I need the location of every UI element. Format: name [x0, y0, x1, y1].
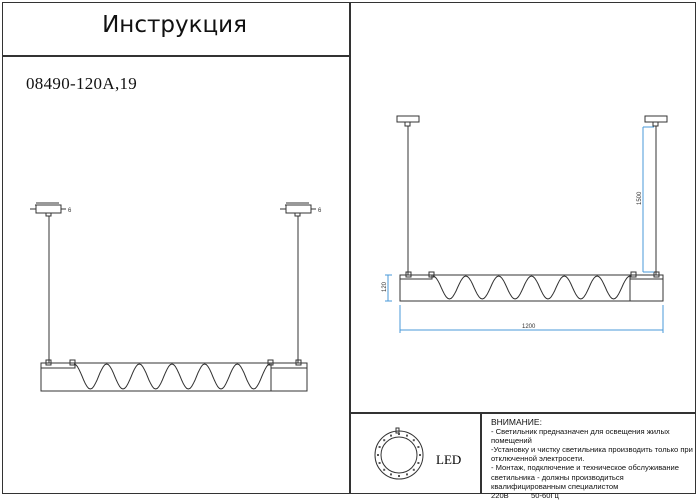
led-chip [390, 473, 392, 476]
lamp-body [40, 362, 308, 392]
led-wave [432, 275, 631, 300]
dimension-lines [385, 126, 664, 333]
note-line: - Светильник предназначен для освещения … [491, 427, 670, 437]
led-chip [412, 468, 415, 471]
led-chip [390, 434, 392, 437]
led-chip [417, 462, 420, 464]
warning-notes: ВНИМАНИЕ: - Светильник предназначен для … [491, 417, 696, 500]
canopy-left [30, 202, 66, 217]
note-line: отключенной электросети. [491, 454, 585, 464]
led-chip [383, 468, 386, 471]
led-wave [73, 363, 271, 390]
voltage: 220В [491, 490, 509, 500]
led-chip [406, 473, 408, 476]
led-ring-icon [374, 427, 424, 480]
canopy-dim-left: 6 [68, 208, 72, 214]
led-chip [406, 434, 408, 437]
canopy-right [280, 202, 316, 217]
info-box-divider [349, 412, 696, 414]
cable-length-dimension: 1500 [637, 191, 643, 205]
canopy-dim-right: 6 [318, 208, 322, 214]
title-divider [2, 55, 349, 57]
left-lamp-drawing [30, 202, 316, 392]
led-chip [412, 439, 415, 442]
right-lamp-drawing [396, 115, 668, 302]
led-chip [398, 475, 400, 477]
note-line: светильника - должны производиться [491, 472, 624, 482]
frequency: 50-60Гц [531, 490, 559, 500]
vertical-divider [349, 2, 351, 494]
led-chip [378, 462, 381, 464]
led-chip [419, 454, 421, 456]
note-line: -Установку и чистку светильника производ… [491, 445, 693, 455]
led-chip [378, 446, 381, 448]
note-line: квалифицированным специалистом [491, 481, 619, 491]
led-chip [417, 446, 420, 448]
width-dimension: 1200 [522, 324, 536, 330]
page-title: Инструкция [102, 12, 247, 38]
note-line: помещений [491, 436, 532, 446]
height-dimension: 120 [382, 281, 388, 292]
notes-heading: ВНИМАНИЕ: [491, 417, 542, 427]
info-box-vertical-divider [480, 412, 482, 494]
led-chip [377, 454, 379, 456]
led-chip [398, 433, 400, 435]
led-chip [383, 439, 386, 442]
note-line: - Монтаж, подключение и техническое обсл… [491, 463, 680, 473]
led-label: LED [436, 452, 462, 467]
model-number: 08490-120A,19 [26, 74, 138, 93]
